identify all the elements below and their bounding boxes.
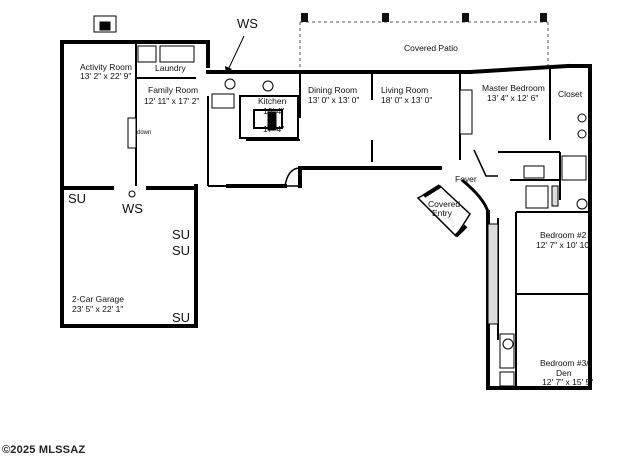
living-room-label: Living Room bbox=[381, 85, 428, 95]
family-room-label: Family Room bbox=[148, 85, 198, 95]
garage-dims: 23' 5" x 22' 1" bbox=[72, 304, 123, 314]
entry-walls-thin bbox=[284, 149, 498, 238]
activity-room-dims: 13' 2" x 22' 9" bbox=[80, 71, 131, 81]
kitchen-dims-2: x bbox=[269, 115, 274, 125]
copyright-watermark: ©2025 MLSSAZ bbox=[2, 444, 86, 456]
master-bedroom-label: Master Bedroom bbox=[482, 83, 545, 93]
su-annotation-4: SU bbox=[172, 310, 190, 325]
ws-arrow-line bbox=[227, 35, 245, 71]
ws-marker bbox=[128, 190, 136, 198]
bedroom3-label-2: Den bbox=[556, 368, 572, 378]
bedroom2-label: Bedroom #2 bbox=[540, 230, 587, 240]
ws-annotation-top: WS bbox=[237, 16, 258, 31]
kitchen-label: Kitchen bbox=[258, 96, 287, 106]
activity-room-label: Activity Room bbox=[80, 62, 132, 72]
kitchen-dims-3: 17' 4" bbox=[263, 124, 284, 134]
ws-annotation-garage: WS bbox=[122, 201, 143, 216]
covered-patio-label: Covered Patio bbox=[404, 43, 458, 53]
living-room-dims: 18' 0" x 13' 0" bbox=[381, 95, 432, 105]
bedroom2-dims: 12' 7" x 10' 10" bbox=[536, 240, 592, 250]
dining-room-label: Dining Room bbox=[308, 85, 357, 95]
su-annotation-1: SU bbox=[68, 191, 86, 206]
stair-down-label: down bbox=[137, 130, 151, 136]
closet-label: Closet bbox=[558, 89, 583, 99]
covered-entry-label-1: Covered bbox=[428, 199, 460, 209]
covered-patio-outline bbox=[299, 21, 549, 72]
bedroom3-dims: 12' 7" x 15' 5" bbox=[542, 377, 593, 387]
family-room-dims: 12' 11" x 17' 2" bbox=[144, 96, 199, 106]
fixtures bbox=[93, 15, 588, 387]
master-bedroom-dims: 13' 4" x 12' 6" bbox=[487, 93, 538, 103]
interior-walls bbox=[135, 42, 590, 388]
su-annotation-2: SU bbox=[172, 227, 190, 242]
patio-posts bbox=[301, 13, 547, 22]
ws-arrow-head bbox=[225, 66, 232, 74]
covered-entry-label-2: Entry bbox=[432, 208, 453, 218]
garage-label: 2-Car Garage bbox=[72, 294, 124, 304]
bedroom3-label-1: Bedroom #3/ bbox=[540, 358, 589, 368]
foyer-label: Foyer bbox=[455, 174, 477, 184]
dining-room-dims: 13' 0" x 13' 0" bbox=[308, 95, 359, 105]
laundry-label: Laundry bbox=[155, 63, 186, 73]
su-annotation-3: SU bbox=[172, 243, 190, 258]
kitchen-dims-1: 10' 4" bbox=[263, 106, 284, 116]
closet-rods bbox=[487, 185, 559, 325]
